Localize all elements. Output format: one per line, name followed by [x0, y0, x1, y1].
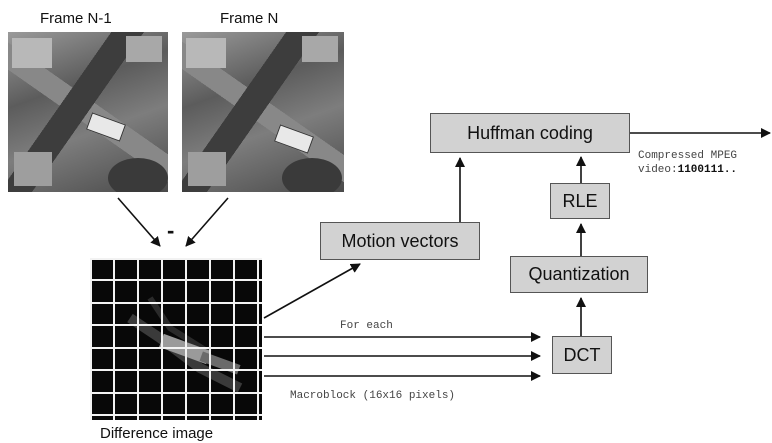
huffman-coding-box: Huffman coding — [430, 113, 630, 153]
difference-image-caption: Difference image — [100, 425, 214, 442]
arrow-diff-to-motion — [263, 263, 361, 319]
dct-box: DCT — [552, 336, 612, 374]
frame-n-minus-1-label: Frame N-1 — [40, 10, 112, 27]
video-prefix: video: — [638, 164, 678, 176]
difference-image — [90, 258, 262, 420]
macroblock-label: Macroblock (16x16 pixels) — [290, 390, 456, 402]
arrow-frame-prev-to-diff — [117, 197, 161, 247]
frame-n-minus-1-image — [8, 32, 168, 192]
quantization-box: Quantization — [510, 256, 648, 293]
compressed-mpeg-label: Compressed MPEG — [638, 150, 738, 162]
subtraction-sign: - — [167, 218, 175, 243]
macroblock-grid — [90, 258, 262, 420]
frame-n-image — [182, 32, 344, 192]
motion-vectors-box: Motion vectors — [320, 222, 480, 260]
video-bits: 1100111.. — [677, 164, 738, 176]
frame-n-label: Frame N — [220, 10, 279, 27]
for-each-label: For each — [340, 320, 393, 332]
compressed-video-output: video:1100111.. — [638, 164, 737, 176]
rle-box: RLE — [550, 183, 610, 219]
arrow-frame-curr-to-diff — [185, 197, 229, 247]
